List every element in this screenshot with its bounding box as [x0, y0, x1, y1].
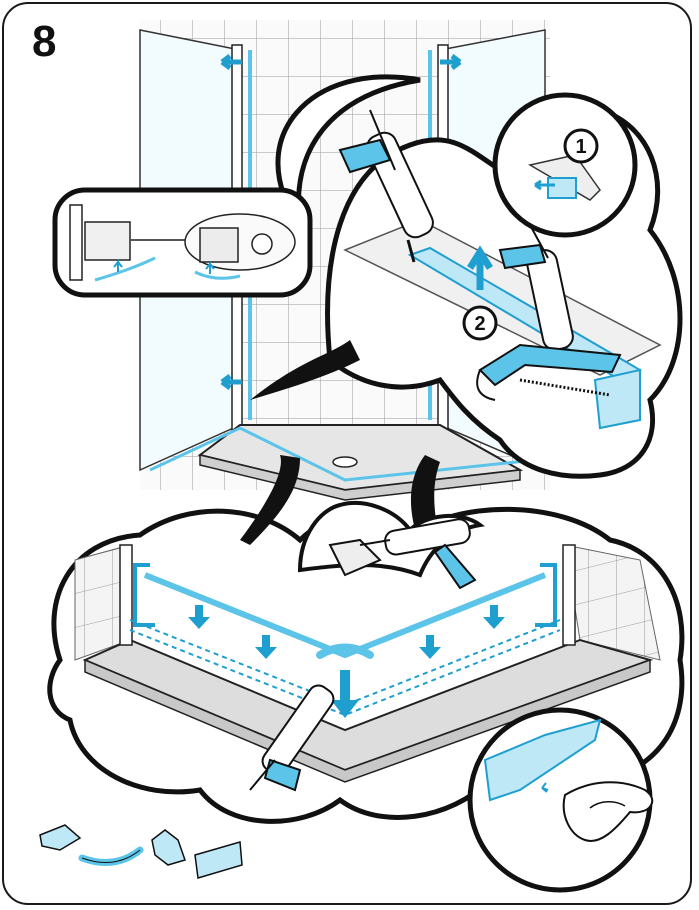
- profile-piece: [195, 842, 242, 878]
- profile-section-left: [85, 222, 130, 260]
- shower-drain: [333, 457, 357, 467]
- end-cap: [40, 825, 80, 850]
- callout-2: 2: [464, 307, 496, 339]
- parts-overview: [40, 825, 242, 878]
- callout-1: 1: [565, 130, 597, 162]
- end-cap: [152, 830, 185, 865]
- callout-2-label: 2: [474, 313, 485, 335]
- end-cap: [548, 178, 576, 198]
- finishing-detail-circle: [470, 710, 652, 890]
- wall-profile: [563, 545, 575, 645]
- callout-1-label: 1: [575, 136, 586, 158]
